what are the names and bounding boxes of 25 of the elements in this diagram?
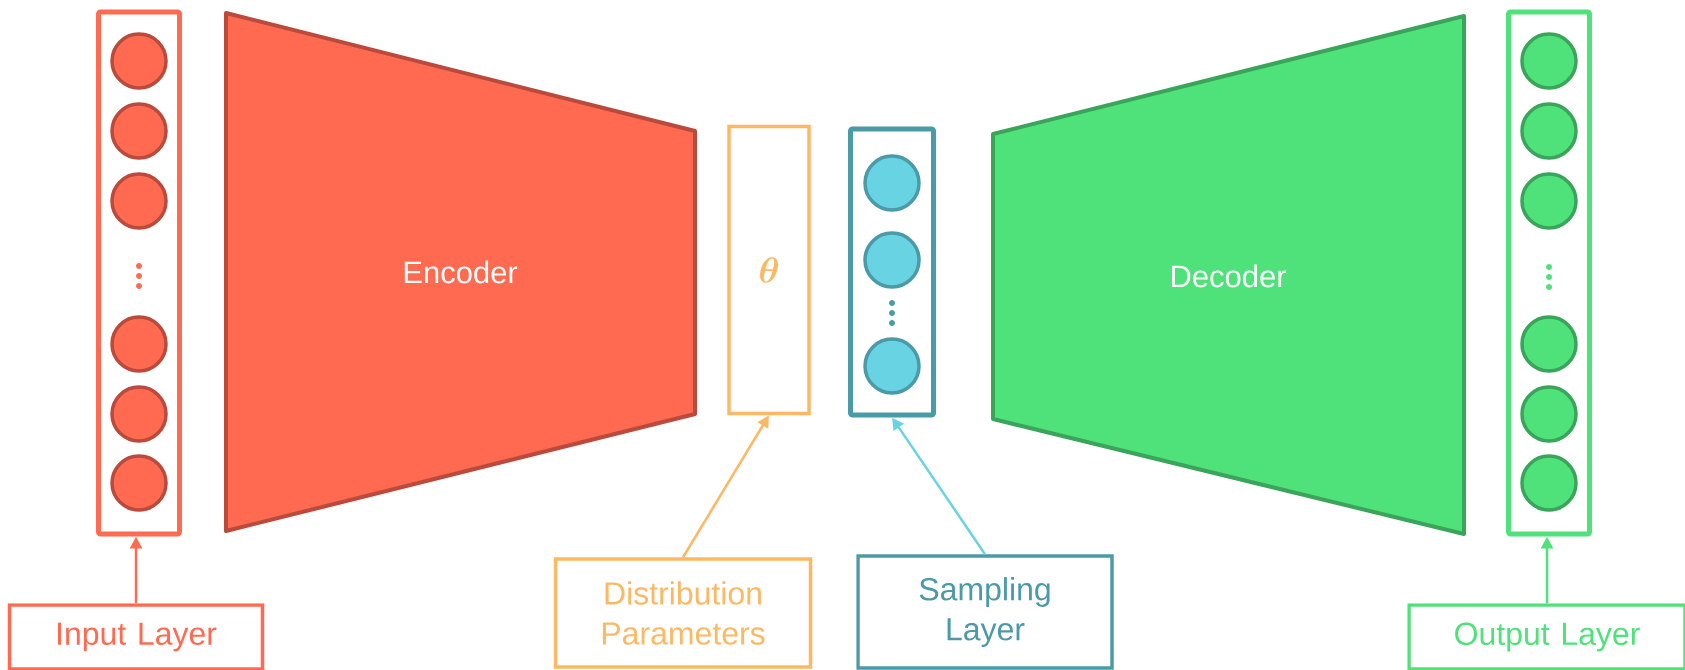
neuron-circle	[1520, 315, 1578, 373]
neuron-circle	[110, 385, 168, 443]
encoder-trapezoid: Encoder	[224, 11, 697, 533]
neuron-circle	[863, 231, 921, 289]
label-box: Sampling Layer	[856, 554, 1114, 670]
label-box: Input Layer	[7, 603, 265, 670]
neuron-circle	[110, 32, 168, 90]
neuron-circle	[1520, 172, 1578, 230]
neuron-circle	[1520, 32, 1578, 90]
neuron-circle	[863, 154, 921, 212]
label-box: Output Layer	[1407, 603, 1685, 670]
label-box: Distribution Parameters	[553, 557, 813, 669]
neuron-circle	[1520, 102, 1578, 160]
neuron-circle	[110, 315, 168, 373]
parameter-box: $\boldsymbol{\theta}$	[727, 124, 811, 416]
layer-column	[1506, 9, 1592, 537]
layer-column	[96, 9, 182, 537]
neuron-circle	[1520, 385, 1578, 443]
neuron-circle	[863, 337, 921, 395]
neuron-circle	[1520, 454, 1578, 512]
layer-column	[848, 126, 936, 418]
neuron-circle	[110, 172, 168, 230]
neuron-circle	[110, 102, 168, 160]
neuron-circle	[110, 454, 168, 512]
decoder-trapezoid: Decoder	[991, 14, 1466, 536]
